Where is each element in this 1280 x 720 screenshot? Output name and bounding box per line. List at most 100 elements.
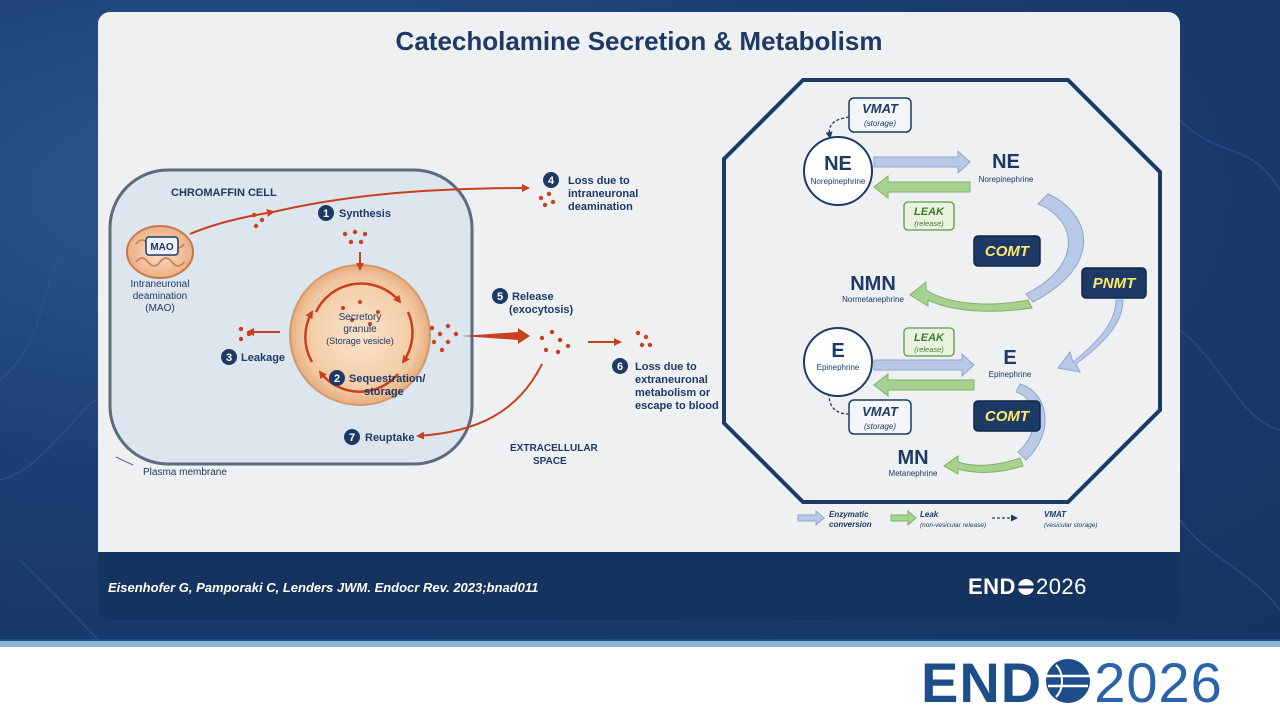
step-4-label-1: Loss due to (568, 175, 630, 187)
nmn-abbr: NMN (850, 273, 896, 295)
slide-card: Catecholamine Secretion & Metabolism (98, 12, 1180, 620)
step-3-label: Leakage (241, 352, 285, 364)
e-out-abbr: E (1003, 347, 1016, 369)
mitochondrion (126, 225, 194, 279)
step-1-label: Synthesis (339, 208, 391, 220)
footer-accent-stripe (0, 641, 1280, 647)
leak-bottom-label: LEAK (914, 332, 945, 344)
mao-label: MAO (150, 242, 174, 253)
granule-caption-2: granule (343, 324, 377, 335)
step-3-number: 3 (226, 352, 232, 364)
pnmt-box (1081, 267, 1147, 299)
content-panel: Catecholamine Secretion & Metabolism (98, 12, 1180, 552)
e-circle-name: Epinephrine (817, 363, 860, 372)
vmat-top-box (848, 97, 912, 133)
leak-arrows (873, 174, 1033, 475)
slide-logo-globe-icon (1016, 576, 1036, 602)
exocytosis-arrow (462, 328, 530, 344)
vmat-bottom-label: VMAT (862, 404, 899, 419)
legend-vmat-1: VMAT (1044, 510, 1067, 519)
step-7-number: 7 (349, 432, 355, 444)
step-1-badge (318, 205, 334, 221)
step-5-label-1: Release (512, 291, 554, 303)
step-5-label-2: (exocytosis) (509, 304, 574, 316)
background-nerve-pattern (0, 119, 1280, 640)
vmat-top-arrow (825, 116, 850, 139)
leak-top-sub: (release) (914, 219, 944, 228)
legend-enzymatic-1: Enzymatic (829, 510, 869, 519)
leak-bottom-sub: (release) (914, 345, 944, 354)
ne-out-abbr: NE (992, 151, 1020, 173)
legend-vmat-2: (vesicular storage) (1044, 522, 1097, 529)
footer-logo-light: 2026 (1094, 651, 1223, 714)
step-1-number: 1 (323, 208, 329, 220)
legend-leak-1: Leak (920, 510, 939, 519)
extracellular-label-1: EXTRACELLULAR (510, 443, 599, 454)
leak-bottom-box (903, 327, 955, 357)
nmn-name: Normetanephrine (842, 295, 904, 304)
e-circle (803, 327, 873, 397)
mn-abbr: MN (897, 447, 928, 469)
comt-bottom-box (973, 400, 1041, 432)
e-circle-abbr: E (831, 340, 844, 362)
plasma-membrane-label: Plasma membrane (143, 467, 227, 478)
pnmt-label: PNMT (1093, 275, 1137, 292)
step-badges (221, 172, 628, 445)
step-6-label-3: metabolism or (635, 387, 711, 399)
step-2-number: 2 (334, 373, 340, 385)
slide-logo-bold: END (968, 574, 1016, 599)
step-4-label-3: deamination (568, 201, 633, 213)
step-6-label-4: escape to blood (635, 400, 719, 412)
e-out-name: Epinephrine (989, 370, 1032, 379)
step-5-number: 5 (497, 291, 503, 303)
legend-enzymatic-swatch (797, 509, 825, 527)
comt-top-box (973, 235, 1041, 267)
slide-title: Catecholamine Secretion & Metabolism (395, 26, 883, 56)
mao-caption-3: (MAO) (145, 303, 174, 314)
step-3-badge (221, 349, 237, 365)
secretory-granule (289, 264, 431, 406)
footer-logo-bold: END (921, 651, 1043, 714)
mao-badge (145, 236, 179, 256)
step-7-label: Reuptake (365, 432, 415, 444)
step-4-label-2: intraneuronal (568, 188, 638, 200)
mao-caption-1: Intraneuronal (131, 279, 190, 290)
leak-top-label: LEAK (914, 206, 945, 218)
step-2-badge (329, 370, 345, 386)
step-2-label-1: Sequestration/ (349, 373, 425, 385)
step-4-number: 4 (548, 175, 555, 187)
ne-circle-name: Norepinephrine (811, 177, 866, 186)
mao-caption-2: deamination (133, 291, 187, 302)
comt-top-label: COMT (985, 243, 1031, 260)
step-6-number: 6 (617, 361, 623, 373)
cell-label: CHROMAFFIN CELL (171, 187, 277, 199)
diagram-canvas: 1 2 3 4 5 6 7 CHROMAFFIN CELL MAO Intran… (108, 78, 1162, 529)
legend-leak-2: (non-vesicular release) (920, 522, 986, 529)
citation: Eisenhofer G, Pamporaki C, Lenders JWM. … (108, 580, 539, 595)
step-7-badge (344, 429, 360, 445)
footer-logo: END 2026 (921, 652, 1223, 714)
footer-logo-globe-icon (1042, 654, 1094, 716)
vmat-bottom-sub: (storage) (864, 422, 896, 431)
footer-divider (0, 639, 1280, 641)
vmat-bottom-box (848, 399, 912, 435)
vmat-top-label: VMAT (862, 101, 899, 116)
legend-leak-swatch (890, 509, 917, 527)
step-6-label-1: Loss due to (635, 361, 697, 373)
pathway-arrows (189, 184, 622, 440)
comt-bottom-label: COMT (985, 408, 1031, 425)
ne-circle (803, 136, 873, 206)
ne-circle-abbr: NE (824, 153, 852, 175)
step-6-badge (612, 358, 628, 374)
step-5-badge (492, 288, 508, 304)
ne-out-name: Norepinephrine (979, 175, 1034, 184)
mn-name: Metanephrine (889, 469, 938, 478)
step-2-label-2: storage (364, 386, 404, 398)
granule-sub: (Storage vesicle) (326, 336, 394, 346)
extracellular-label-2: SPACE (533, 456, 567, 467)
step-6-label-2: extraneuronal (635, 374, 708, 386)
vmat-top-sub: (storage) (864, 119, 896, 128)
legend: Enzymatic conversion Leak (non-vesicular… (797, 509, 1097, 529)
step-4-badge (543, 172, 559, 188)
